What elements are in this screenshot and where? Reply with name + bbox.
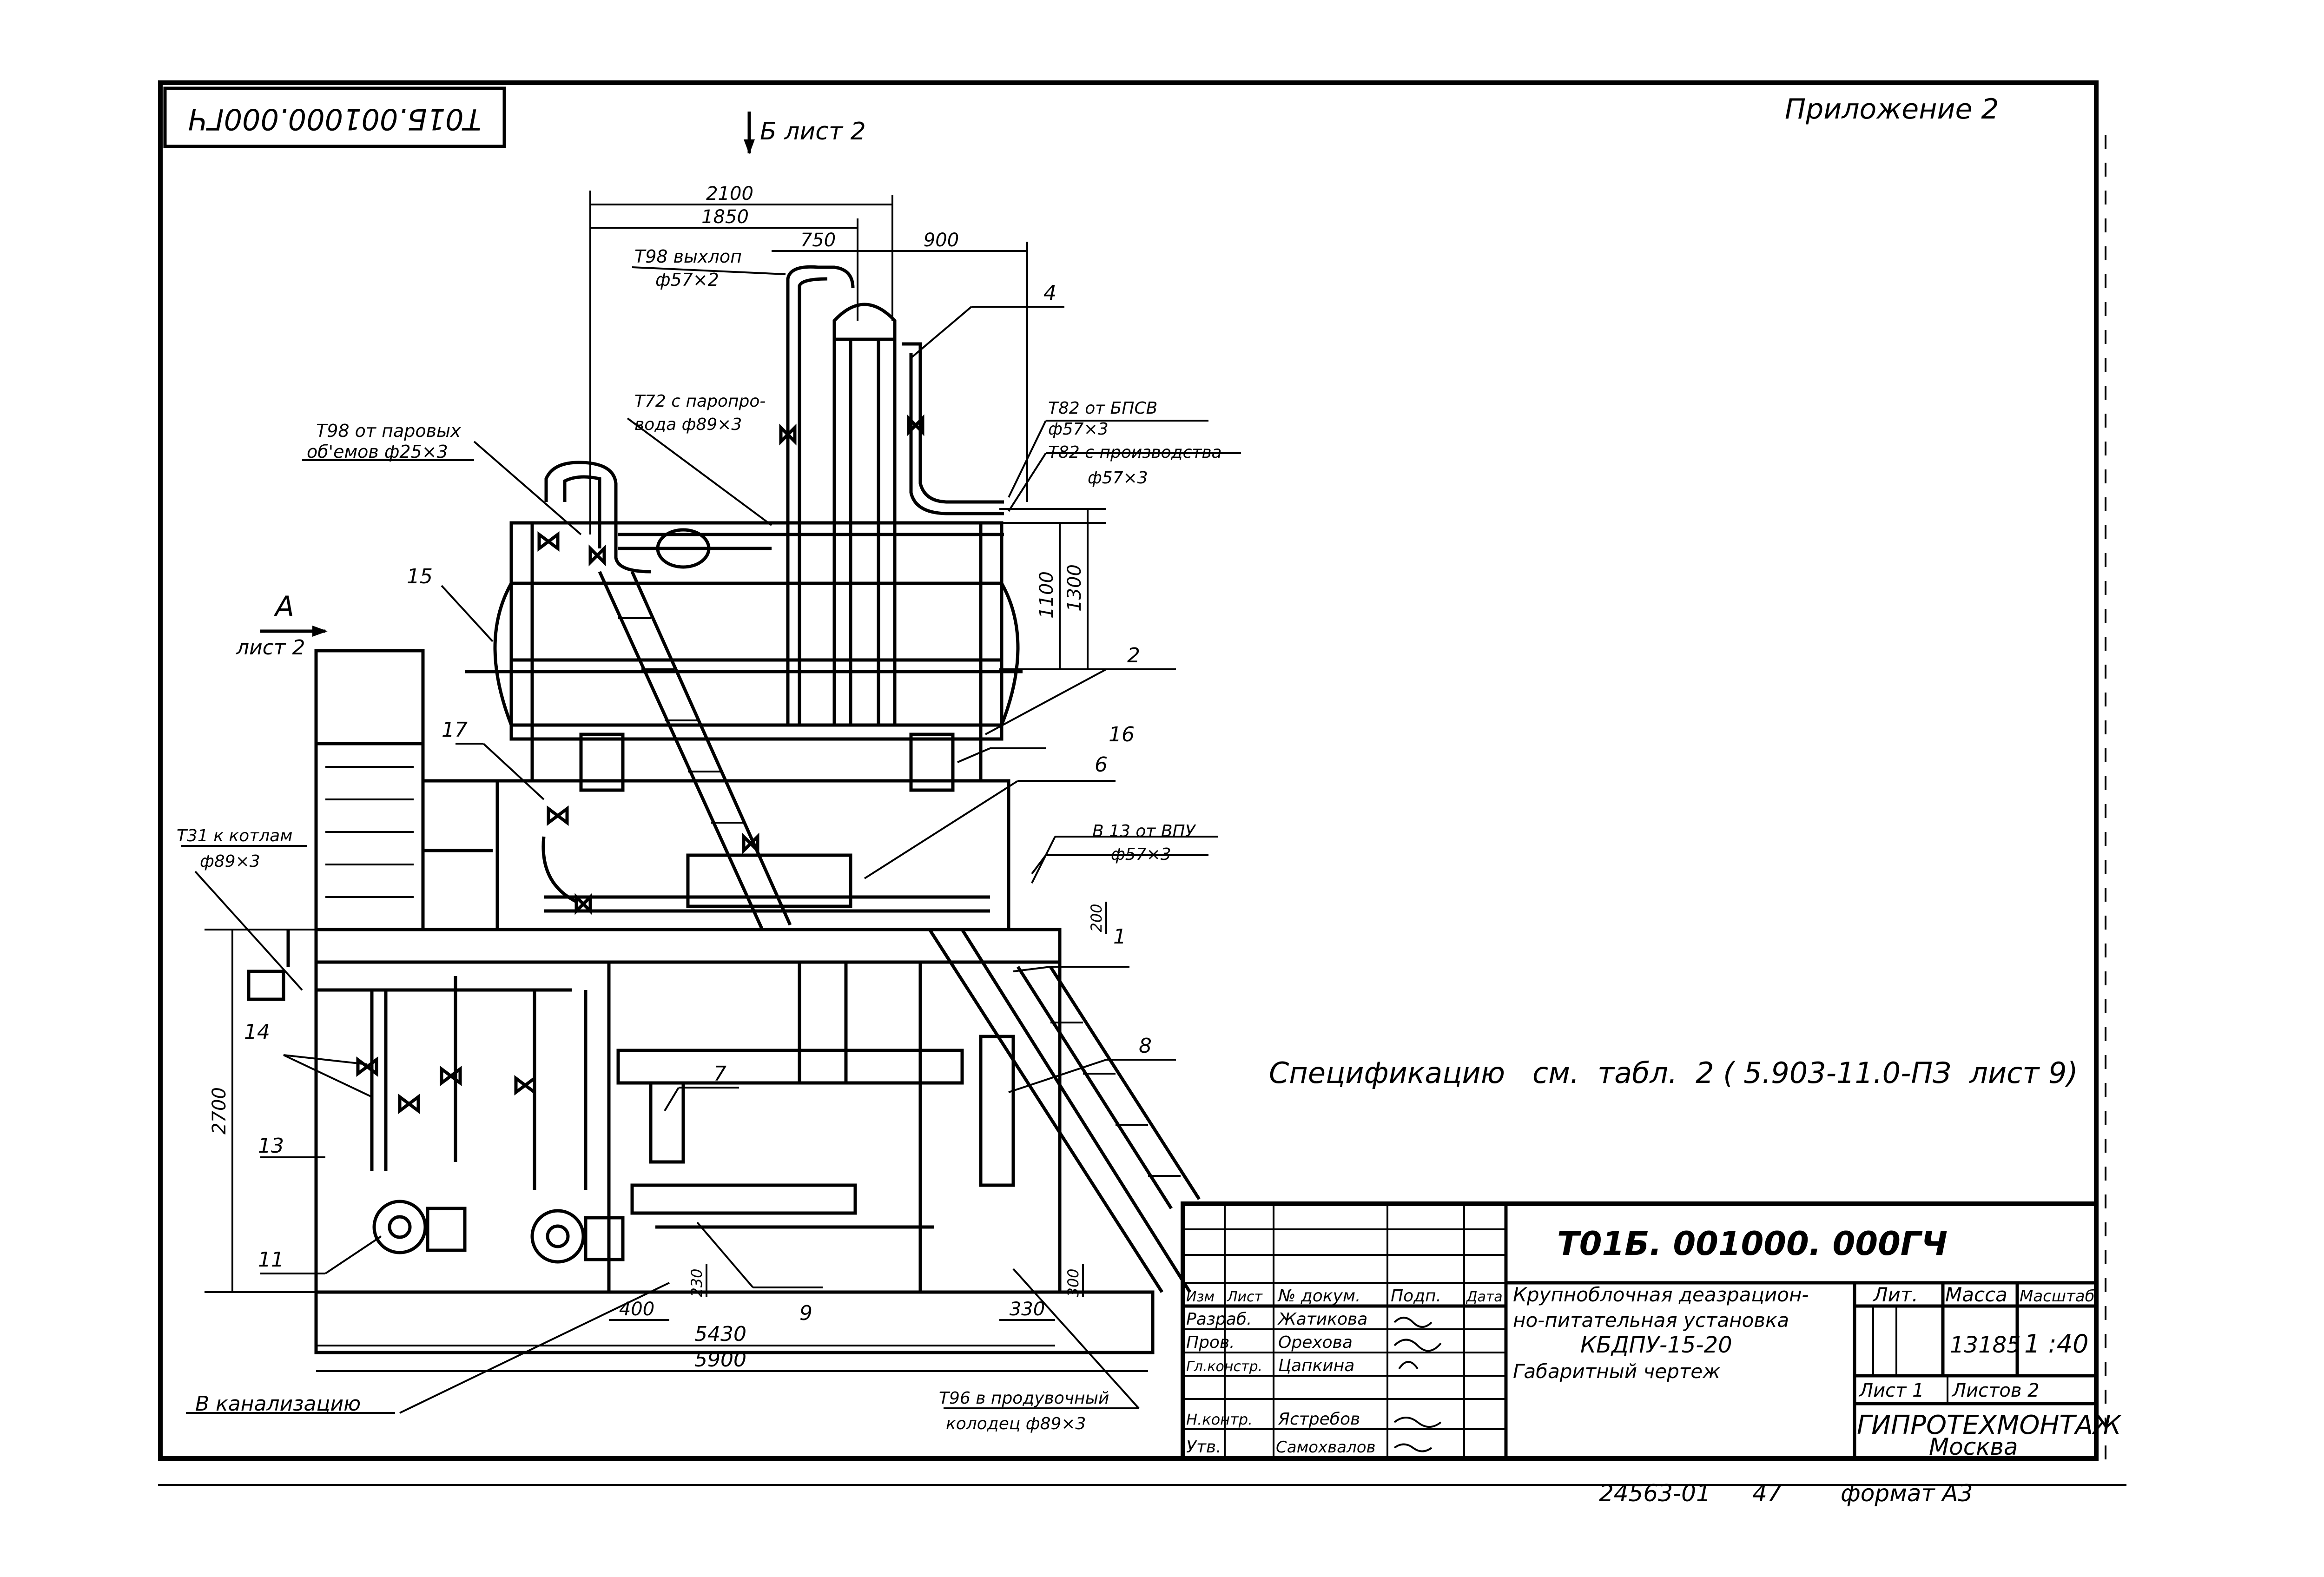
callout-sewer: В канализацию [195,1392,361,1416]
hdr-izm: Изм [1186,1289,1215,1305]
callout-b13-2: ф57×3 [1111,845,1171,864]
footer-page: 47 [1752,1480,1782,1507]
position-11: 11 [258,1248,284,1272]
role-prov: Пров. [1186,1333,1235,1352]
position-4: 4 [1043,281,1056,305]
mass-label: Масса [1945,1283,2007,1306]
role-razrab: Разраб. [1186,1310,1252,1329]
position-7: 7 [713,1062,726,1086]
name-razrab: Жатикова [1277,1310,1367,1329]
org-city: Москва [1929,1433,2018,1460]
callout-t72-2: вода ф89×3 [634,415,742,434]
position-2: 2 [1127,644,1140,667]
scale-label: Масштаб [2020,1287,2095,1306]
name-utv: Самохвалов [1276,1438,1376,1457]
callout-t82-bpsv-2: ф57×3 [1048,420,1109,439]
role-utv: Утв. [1186,1438,1221,1457]
rotated-sheet-code: Т01Б.001000.000ГЧ [188,102,482,136]
footer-inventory: 24563-01 [1599,1480,1711,1507]
callout-t96-2: колодец ф89×3 [946,1414,1086,1433]
position-14: 14 [244,1020,270,1044]
callout-t31-1: Т31 к котлам [177,826,292,845]
name-glkonstr: Цапкина [1278,1356,1354,1375]
position-9: 9 [799,1301,812,1325]
view-a-sheet: лист 2 [236,636,305,660]
callout-leaders [181,266,1241,1414]
hdr-doc: № докум. [1277,1287,1360,1306]
org-name: ГИПРОТЕХМОНТАЖ [1857,1410,2122,1440]
hdr-podp: Подп. [1391,1287,1441,1306]
dim-900: 900 [924,230,959,251]
position-1: 1 [1113,925,1126,949]
doc-code: Т01Б. 001000. 000ГЧ [1557,1225,1948,1263]
mass-value: 13185 [1950,1332,2021,1358]
callout-t82-prod-1: Т82 с производства [1048,443,1222,462]
scale-value: 1 :40 [2024,1329,2088,1359]
dim-5900: 5900 [694,1348,746,1372]
title-block [1181,1201,2099,1461]
dim-2100: 2100 [706,183,753,205]
name-nkontr: Ястребов [1278,1410,1360,1429]
dim-330: 330 [1010,1299,1045,1320]
dim-1850: 1850 [701,206,749,228]
title-line-2: но-питательная установка [1513,1309,1789,1332]
dim-300: 300 [1064,1268,1082,1297]
hdr-list: Лист [1227,1289,1263,1305]
callout-t31-2: ф89×3 [200,852,260,871]
view-b-marker [744,112,755,154]
callout-t96-1: Т96 в продувочный [939,1389,1109,1408]
role-glkonstr: Гл.констр. [1186,1359,1262,1375]
callout-t82-prod-2: ф57×3 [1088,468,1148,488]
dim-1100: 1100 [1036,571,1057,619]
callout-t98-exhaust-2: ф57×2 [655,270,719,290]
sheets-label: Листов 2 [1951,1380,2040,1401]
callout-t98-vapor-1: Т98 от паровых [316,421,461,441]
dim-750: 750 [800,230,836,251]
footer-format: формат А3 [1841,1480,1973,1507]
callout-t82-bpsv-1: Т82 от БПСВ [1048,399,1157,418]
view-a-letter: А [273,590,294,623]
callout-t98-exhaust-1: Т98 выхлоп [634,246,742,267]
view-a-arrow [260,626,328,637]
sheet-frame [158,80,2126,1486]
specification-note: Спецификацию см. табл. 2 ( 5.903-11.0-ПЗ… [1269,1056,2078,1090]
sheet-label: Лист 1 [1858,1380,1924,1401]
position-6: 6 [1095,753,1108,777]
hdr-data: Дата [1466,1289,1503,1305]
lit-label: Лит. [1872,1283,1918,1306]
equipment-elevation [247,265,1201,1354]
dim-230: 230 [688,1268,706,1297]
title-line-1: Крупноблочная деазрацион- [1513,1283,1809,1306]
view-b-label: Б лист 2 [760,118,866,145]
position-17: 17 [442,718,468,742]
callout-t72-1: Т72 с паропро- [634,392,766,411]
position-15: 15 [407,565,433,588]
role-nkontr: Н.контр. [1186,1411,1253,1428]
appendix-label: Приложение 2 [1785,93,1999,125]
dim-5430: 5430 [694,1322,746,1346]
dim-2700: 2700 [209,1087,230,1135]
callout-t98-vapor-2: об'емов ф25×3 [307,442,448,462]
name-prov: Орехова [1278,1333,1353,1352]
callout-b13-1: В 13 от ВПУ [1092,822,1196,841]
title-line-4: Габаритный чертеж [1513,1360,1720,1383]
signature-marks [1393,1317,1442,1452]
position-8: 8 [1139,1034,1152,1058]
title-line-3: КБДПУ-15-20 [1580,1332,1732,1358]
dim-200: 200 [1088,904,1105,932]
position-13: 13 [258,1134,284,1158]
dim-1300: 1300 [1064,564,1085,612]
position-16: 16 [1109,723,1135,746]
dim-400: 400 [619,1299,654,1320]
